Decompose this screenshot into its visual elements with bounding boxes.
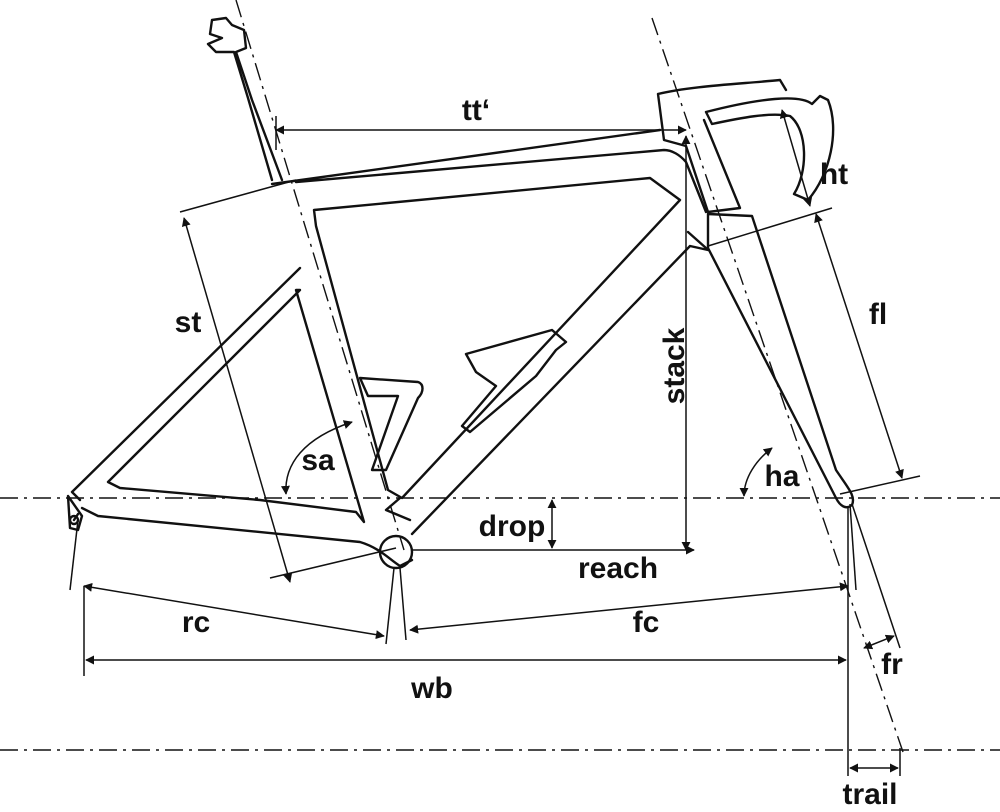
dimension-labels: tt‘ ht st fl stack sa ha drop reach rc f…: [175, 94, 903, 811]
label-trail: trail: [842, 778, 897, 807]
ht-dimension: [779, 109, 813, 207]
label-drop: drop: [479, 510, 546, 543]
label-ha: ha: [764, 460, 799, 493]
handlebar: [704, 94, 835, 202]
bottle-cage-2: [460, 328, 568, 434]
dimension-lines: [69, 109, 921, 776]
fl-dimension: [814, 213, 904, 479]
rc-ext-left: [69, 519, 79, 591]
label-sa: sa: [301, 444, 335, 477]
bike-frame-outline: [66, 16, 855, 570]
st-ext-bottom: [269, 547, 397, 579]
label-fc: fc: [633, 606, 660, 639]
fr-dimension: [863, 634, 895, 650]
rc-ext-right: [385, 567, 395, 645]
label-wb: wb: [410, 672, 453, 705]
label-reach: reach: [578, 552, 658, 585]
label-tt: tt‘: [462, 94, 490, 127]
st-ext-top: [179, 179, 297, 213]
ht-ext: [707, 207, 833, 247]
ha-arc: [739, 447, 773, 497]
label-rc: rc: [182, 606, 210, 639]
label-ht: ht: [820, 158, 848, 191]
rc-dimension: [83, 582, 385, 640]
seat-stay: [70, 266, 366, 524]
st-dimension: [181, 217, 293, 583]
fc-ext-right: [849, 503, 857, 591]
label-fl: fl: [869, 298, 887, 331]
front-triangle-inner: [312, 176, 682, 500]
label-st: st: [175, 306, 202, 339]
rear-dropout: [66, 494, 84, 532]
fc-dimension: [409, 582, 849, 634]
fc-ext-left: [399, 567, 407, 641]
label-fr: fr: [881, 648, 903, 681]
fr-ext-top: [851, 503, 901, 649]
bottle-cage-1: [358, 376, 424, 472]
seat-post: [206, 16, 284, 182]
label-stack: stack: [658, 327, 691, 404]
top-tube: [270, 128, 708, 214]
sa-arc: [280, 420, 353, 495]
reference-lines: [0, 0, 1000, 753]
fl-ext: [839, 475, 921, 495]
